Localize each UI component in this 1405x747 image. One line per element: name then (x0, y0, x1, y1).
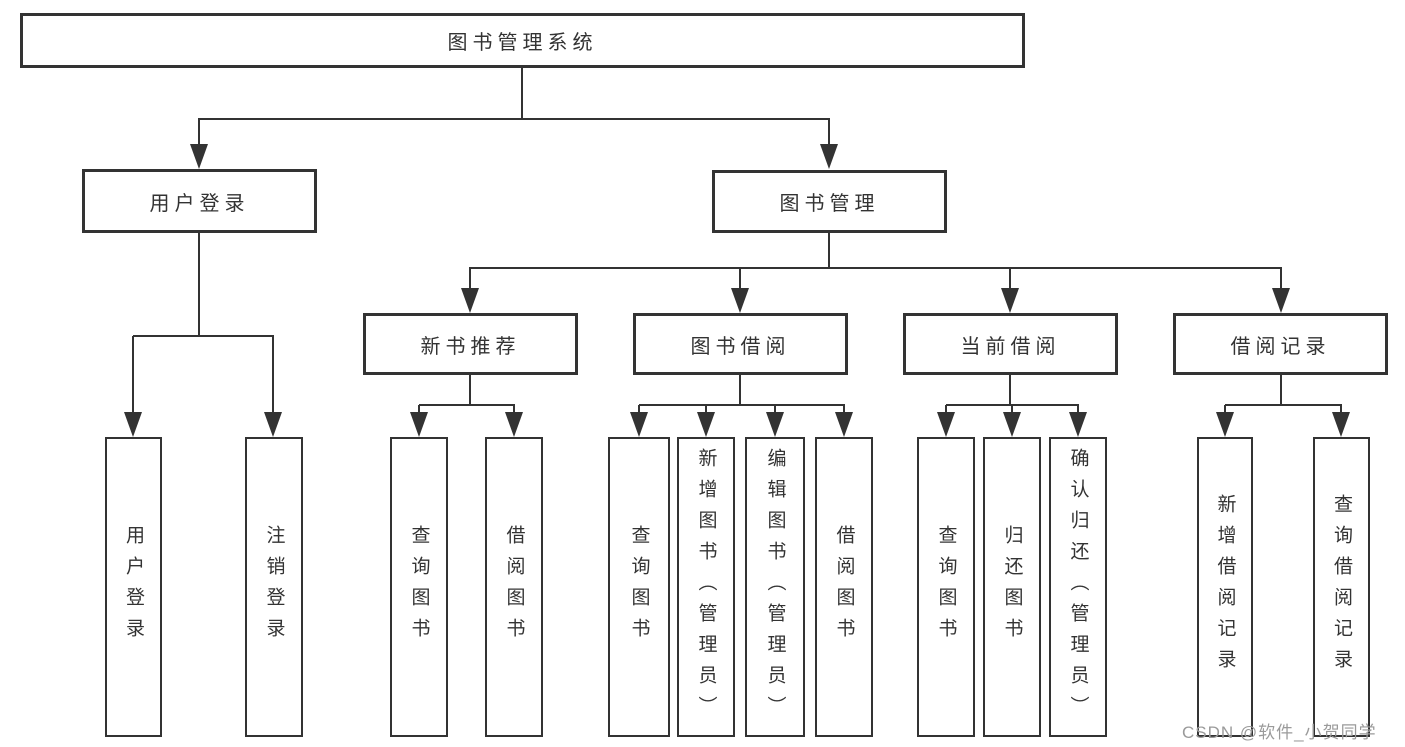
leaf-edit-book-admin-label: 编辑图书（管理员） (764, 447, 786, 727)
node-user-login: 用户登录 (82, 169, 317, 233)
leaf-logout-label: 注销登录 (263, 525, 285, 649)
arrow-head (1216, 412, 1234, 437)
node-borrow-records: 借阅记录 (1173, 313, 1388, 375)
leaf-user-login-label: 用户登录 (123, 525, 144, 649)
leaf-confirm-return-admin-label: 确认归还（管理员） (1067, 447, 1089, 727)
node-new-book-recommend: 新书推荐 (363, 313, 578, 375)
connector-line (520, 68, 524, 119)
leaf-user-login: 用户登录 (105, 437, 162, 737)
node-library-system-label: 图书管理系统 (447, 32, 598, 54)
leaf-query-books-current-label: 查询图书 (935, 525, 957, 649)
leaf-add-borrow-record: 新增借阅记录 (1197, 437, 1253, 737)
connector-line (1076, 405, 1080, 417)
connector-line (639, 403, 845, 407)
arrow-head (1332, 412, 1350, 437)
leaf-confirm-return-admin: 确认归还（管理员） (1049, 437, 1107, 737)
connector-line (637, 405, 641, 417)
connector-line (468, 267, 472, 293)
node-book-management: 图书管理 (712, 170, 947, 233)
connector-line (1279, 375, 1283, 406)
arrow-head (264, 412, 282, 437)
connector-line (468, 375, 472, 406)
connector-line (827, 233, 831, 269)
connector-line (1339, 405, 1343, 417)
arrow-head (1272, 288, 1290, 313)
arrow-head (410, 412, 428, 437)
leaf-query-books-recommend: 查询图书 (390, 437, 448, 737)
connector-line (197, 118, 201, 148)
leaf-borrow-books: 借阅图书 (815, 437, 873, 737)
arrow-head (461, 288, 479, 313)
arrow-head (697, 412, 715, 437)
connector-line (512, 405, 516, 417)
connector-line (199, 117, 830, 121)
leaf-add-book-admin-label: 新增图书（管理员） (695, 447, 717, 727)
connector-line (1010, 405, 1014, 417)
node-library-system: 图书管理系统 (20, 13, 1025, 68)
leaf-edit-book-admin: 编辑图书（管理员） (745, 437, 805, 737)
leaf-borrow-books-recommend: 借阅图书 (485, 437, 543, 737)
node-current-borrow: 当前借阅 (903, 313, 1118, 375)
node-user-login-label: 用户登录 (149, 192, 250, 215)
connector-line (1008, 375, 1012, 406)
arrow-head (505, 412, 523, 437)
connector-line (1223, 405, 1227, 417)
leaf-query-borrow-record: 查询借阅记录 (1313, 437, 1370, 737)
connector-line (133, 334, 274, 338)
connector-line (773, 405, 777, 417)
arrow-head (1001, 288, 1019, 313)
leaf-borrow-books-recommend-label: 借阅图书 (503, 525, 525, 649)
connector-line (271, 336, 275, 416)
arrow-head (820, 144, 838, 169)
leaf-query-borrow-record-label: 查询借阅记录 (1331, 494, 1352, 680)
connector-line (470, 266, 1281, 270)
arrow-head (1003, 412, 1021, 437)
connector-line (944, 405, 948, 417)
leaf-query-books-current: 查询图书 (917, 437, 975, 737)
arrow-head (1069, 412, 1087, 437)
leaf-add-book-admin: 新增图书（管理员） (677, 437, 735, 737)
connector-line (842, 405, 846, 417)
arrow-head (630, 412, 648, 437)
connector-line (417, 405, 421, 417)
connector-line (419, 403, 515, 407)
leaf-query-books-recommend-label: 查询图书 (408, 525, 430, 649)
node-current-borrow-label: 当前借阅 (960, 335, 1061, 358)
node-book-borrow-label: 图书借阅 (690, 335, 791, 358)
arrow-head (190, 144, 208, 169)
node-new-book-recommend-label: 新书推荐 (420, 335, 521, 358)
watermark-text: CSDN @软件_小贺同学 (1182, 723, 1377, 742)
node-book-management-label: 图书管理 (779, 193, 880, 215)
connector-line (131, 336, 135, 416)
connector-line (197, 233, 201, 337)
leaf-query-books-borrow-label: 查询图书 (628, 525, 650, 649)
arrow-head (124, 412, 142, 437)
connector-line (738, 375, 742, 406)
leaf-add-borrow-record-label: 新增借阅记录 (1214, 494, 1236, 680)
leaf-query-books-borrow: 查询图书 (608, 437, 670, 737)
connector-line (827, 118, 831, 148)
leaf-return-books-label: 归还图书 (1001, 525, 1023, 649)
arrow-head (731, 288, 749, 313)
leaf-borrow-books-label: 借阅图书 (833, 525, 855, 649)
node-book-borrow: 图书借阅 (633, 313, 848, 375)
arrow-head (766, 412, 784, 437)
connector-line (1279, 267, 1283, 293)
connector-line (704, 405, 708, 417)
connector-line (738, 267, 742, 293)
connector-line (1008, 267, 1012, 293)
leaf-logout: 注销登录 (245, 437, 303, 737)
arrow-head (937, 412, 955, 437)
arrow-head (835, 412, 853, 437)
node-borrow-records-label: 借阅记录 (1230, 335, 1331, 358)
connector-line (1225, 403, 1342, 407)
leaf-return-books: 归还图书 (983, 437, 1041, 737)
